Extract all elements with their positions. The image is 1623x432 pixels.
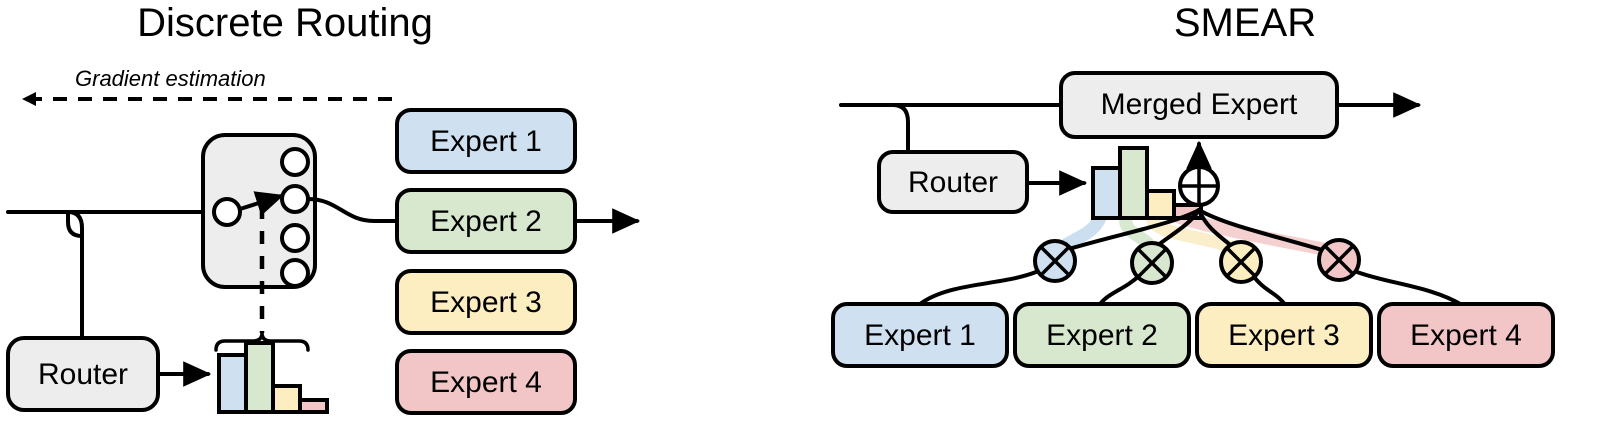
switch-lever [238, 191, 285, 216]
router-branch-left [66, 210, 84, 340]
times-circle-icon-4 [1317, 238, 1361, 282]
router-branch-stub [66, 210, 84, 238]
expert-label-2-left: Expert 2 [430, 205, 542, 238]
expert-label-4-right: Expert 4 [1410, 319, 1522, 352]
router-label-left: Router [38, 358, 128, 391]
plus-circle-icon [1178, 165, 1220, 207]
edge-expert4-to-mul4 [1355, 270, 1464, 307]
times-1-stroke-b [1039, 245, 1071, 277]
times-3-stroke-b [1225, 246, 1257, 278]
panel-discrete-routing: Discrete Routing Gradient estimation [6, 1, 641, 415]
router-distribution-chart-left [217, 341, 329, 414]
router-box-left[interactable]: Router [6, 336, 160, 412]
expert-box-1-right-rect[interactable] [831, 302, 1009, 368]
times-4-stroke-b [1323, 244, 1355, 276]
bar-expert-1-right [1091, 166, 1122, 220]
expert-box-4-right[interactable]: Expert 4 [1377, 302, 1555, 368]
router-box-right-rect[interactable] [877, 150, 1029, 214]
expert-label-3-left: Expert 3 [430, 286, 542, 319]
gradient-estimation-label: Gradient estimation [75, 66, 266, 91]
expert-box-2-right[interactable]: Expert 2 [1013, 302, 1191, 368]
switch-pivot[interactable] [212, 197, 242, 227]
expert-label-1-right: Expert 1 [864, 319, 976, 352]
expert-label-1-left: Expert 1 [430, 125, 542, 158]
switch-to-expert2-wire [306, 197, 398, 223]
expert-label-3-right: Expert 3 [1228, 319, 1340, 352]
merged-expert-label: Merged Expert [1101, 88, 1298, 121]
router-distribution-chart-right [1091, 146, 1203, 220]
expert-box-1-left-rect[interactable] [395, 108, 577, 174]
expert-box-3-right-rect[interactable] [1195, 302, 1373, 368]
expert-box-2-left[interactable]: Expert 2 [395, 188, 577, 254]
expert-label-2-right: Expert 2 [1046, 319, 1158, 352]
expert-box-2-right-rect[interactable] [1013, 302, 1191, 368]
expert-box-1-right[interactable]: Expert 1 [831, 302, 1009, 368]
expert-box-1-left[interactable]: Expert 1 [395, 108, 577, 174]
bar-expert-1 [217, 353, 248, 414]
switch-contact-3[interactable] [280, 223, 310, 253]
panel-title-discrete-routing: Discrete Routing [137, 1, 433, 45]
router-branch-right [891, 103, 910, 154]
panel-title-smear: SMEAR [1174, 1, 1316, 45]
router-label-right: Router [908, 166, 998, 199]
switch-contact-4[interactable] [280, 258, 310, 288]
switch-contact-2[interactable] [280, 184, 310, 214]
router-box-right[interactable]: Router [877, 150, 1029, 214]
edge-expert1-to-mul1 [918, 270, 1038, 306]
merged-expert-box[interactable]: Merged Expert [1059, 71, 1339, 139]
expert-box-3-left[interactable]: Expert 3 [395, 269, 577, 335]
bar-expert-3 [271, 384, 302, 414]
expert-box-4-left-rect[interactable] [395, 349, 577, 415]
distribution-brace [214, 331, 310, 352]
times-circle-icon-2 [1130, 241, 1174, 285]
expert-box-3-right[interactable]: Expert 3 [1195, 302, 1373, 368]
panel-smear: SMEAR Router Merged Expert [831, 1, 1555, 368]
times-2-stroke-b [1136, 247, 1168, 279]
expert-box-4-left[interactable]: Expert 4 [395, 349, 577, 415]
bar-expert-4 [298, 398, 329, 414]
expert-box-4-right-rect[interactable] [1377, 302, 1555, 368]
times-circle-icon-1 [1033, 239, 1077, 283]
bar-expert-2 [244, 341, 275, 414]
switch-contact-1[interactable] [280, 147, 310, 177]
gradient-arrowhead [22, 92, 36, 106]
gradient-estimation-arrow [22, 92, 392, 106]
bar-expert-2-right [1118, 146, 1149, 220]
expert-box-3-left-rect[interactable] [395, 269, 577, 335]
expert-label-4-left: Expert 4 [430, 366, 542, 399]
times-circle-icon-3 [1219, 240, 1263, 284]
bar-expert-3-right [1145, 189, 1176, 220]
